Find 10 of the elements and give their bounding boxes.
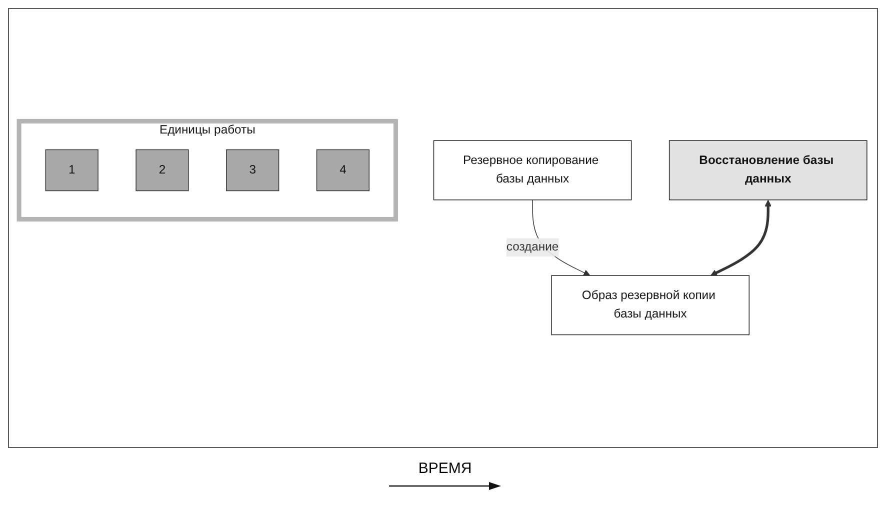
node-box: Восстановление базы данных	[668, 140, 868, 200]
node-box: 4	[316, 149, 370, 192]
node-box: 2	[136, 149, 189, 192]
arrow	[710, 200, 772, 276]
node-box: Резервное копирование базы данных	[433, 140, 632, 200]
node-box: 3	[226, 149, 280, 192]
node-box: Образ резервной копии базы данных	[551, 275, 750, 336]
edge-label: создание	[506, 240, 559, 254]
node-box: 1	[45, 149, 98, 192]
axis-label: ВРЕМЯ	[417, 460, 473, 477]
